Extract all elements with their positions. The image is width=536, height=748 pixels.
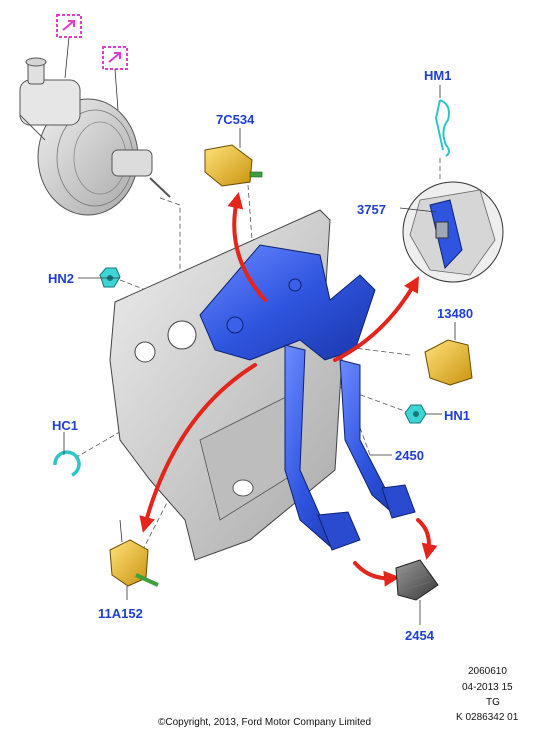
hn2-nut (99, 267, 121, 288)
sensor-11a152 (109, 519, 159, 600)
red-arrows (139, 192, 438, 587)
hm1-clip (434, 85, 450, 157)
clutch-switch-13480 (424, 322, 473, 386)
drawing-reference-number: 2060610 (468, 666, 507, 677)
drawing-date-code: 04-2013 15 (462, 682, 513, 693)
label-3757: 3757 (357, 202, 386, 217)
brake-booster (19, 57, 171, 216)
pedal-pad-2454 (395, 559, 439, 625)
label-hn2: HN2 (48, 271, 75, 286)
stop-lamp-switch (204, 128, 263, 187)
label-2454: 2454 (405, 628, 434, 643)
copyright-notice: ©Copyright, 2013, Ford Motor Company Lim… (158, 717, 372, 728)
external-reference-icon-2[interactable] (102, 46, 128, 111)
label-hn1: HN1 (444, 408, 471, 423)
label-7c534: 7C534 (216, 112, 255, 127)
label-11a152: 11A152 (98, 606, 143, 621)
drawing-catalog-code: K 0286342 01 (456, 712, 519, 723)
pedal-box-assembly (199, 244, 416, 551)
drawing-initials: TG (486, 697, 500, 708)
label-hc1: HC1 (52, 418, 79, 433)
external-reference-icon[interactable] (56, 14, 82, 79)
label-2450: 2450 (395, 448, 424, 463)
label-hm1: HM1 (424, 68, 452, 83)
label-13480: 13480 (437, 306, 474, 321)
hc1-clip (53, 432, 81, 477)
detail-circle-3757 (399, 181, 504, 283)
hn1-nut (404, 404, 427, 424)
